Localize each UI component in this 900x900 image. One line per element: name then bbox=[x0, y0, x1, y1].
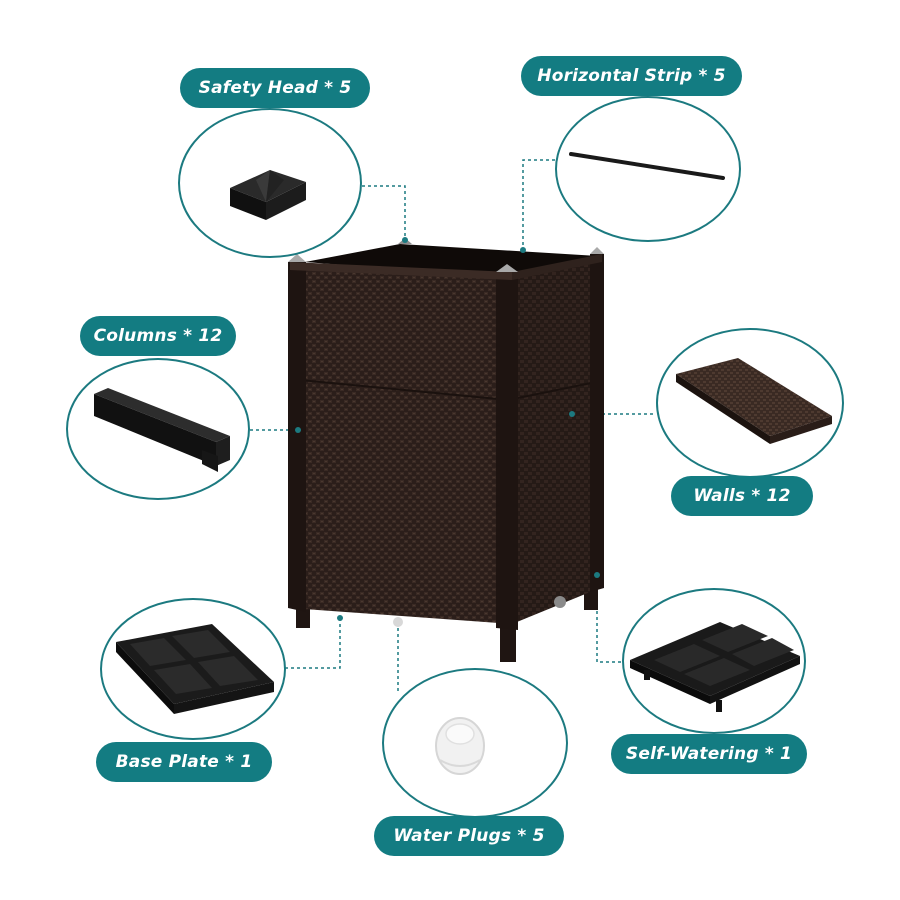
walls-part-circle bbox=[656, 328, 844, 478]
horizontal-strip-part-circle bbox=[555, 96, 741, 242]
safety-head-part-circle bbox=[178, 108, 362, 258]
planter-side-wall bbox=[512, 258, 600, 624]
connector-safety-head bbox=[362, 185, 406, 240]
planter-column bbox=[496, 272, 518, 630]
connector-self-watering bbox=[596, 575, 625, 663]
water-plug-icon bbox=[435, 717, 485, 775]
columns-label: Columns * 12 bbox=[80, 316, 236, 356]
base-plate-label: Base Plate * 1 bbox=[96, 742, 272, 782]
safety-head-cap bbox=[590, 247, 604, 254]
water-plug-dot bbox=[554, 596, 566, 608]
self-watering-tray-icon bbox=[630, 622, 800, 712]
self-watering-part-circle bbox=[622, 588, 806, 734]
column-icon bbox=[94, 388, 230, 472]
planter-box bbox=[288, 237, 604, 662]
self-watering-label: Self-Watering * 1 bbox=[611, 734, 807, 774]
columns-part-circle bbox=[66, 358, 250, 500]
planter-front-wall bbox=[290, 264, 512, 624]
base-plate-icon bbox=[116, 624, 274, 714]
horizontal-strip-label: Horizontal Strip * 5 bbox=[521, 56, 742, 96]
planter-column bbox=[288, 262, 306, 612]
safety-head-label: Safety Head * 5 bbox=[180, 68, 370, 108]
connector-base-plate bbox=[285, 618, 341, 669]
connector-horizontal-strip bbox=[522, 159, 555, 248]
water-plugs-label: Water Plugs * 5 bbox=[374, 816, 564, 856]
horizontal-strip-icon bbox=[569, 152, 725, 180]
wall-panel-icon bbox=[676, 358, 832, 444]
planter-column bbox=[590, 254, 604, 592]
base-plate-part-circle bbox=[100, 598, 286, 740]
safety-head-cap bbox=[288, 254, 306, 262]
water-plugs-part-circle bbox=[382, 668, 568, 818]
water-plug-dot bbox=[393, 617, 403, 627]
walls-label: Walls * 12 bbox=[671, 476, 813, 516]
safety-head-cap bbox=[496, 264, 518, 272]
safety-head-icon bbox=[230, 170, 306, 220]
